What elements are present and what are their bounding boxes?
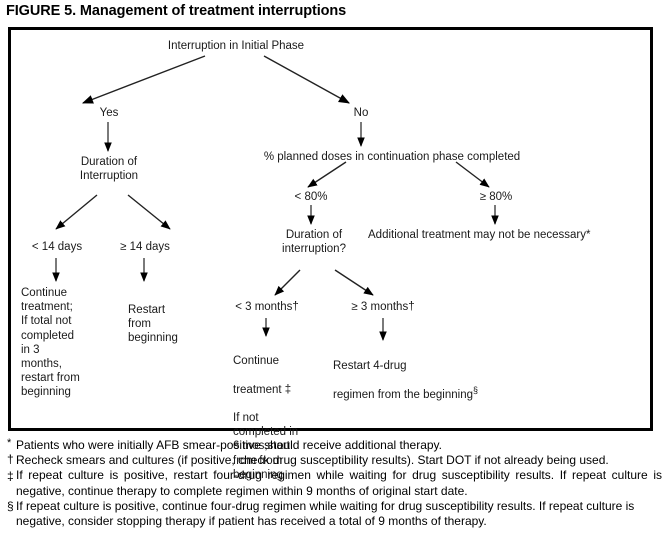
footnote-marker-double-dagger: ‡ bbox=[7, 469, 14, 484]
node-outcome-less-than-14-days: Continue treatment; If total not complet… bbox=[21, 287, 80, 399]
node-outcome-at-least-14-days: Restart from beginning bbox=[128, 304, 178, 345]
node-outcome-less-than-3-months: Continue treatment ‡ If not completed in… bbox=[233, 340, 325, 482]
footnote-section: § If repeat culture is positive, continu… bbox=[7, 499, 662, 529]
edge-pct-lt80 bbox=[307, 161, 347, 188]
node-less-than-14-days: < 14 days bbox=[31, 241, 83, 253]
outcome-lt3-rest: If not completed in 6 mos,start from fro… bbox=[233, 412, 299, 481]
footnote-double-dagger: ‡ If repeat culture is positive, restart… bbox=[7, 468, 662, 498]
footnote-dagger: † Recheck smears and cultures (if positi… bbox=[7, 453, 662, 468]
figure-title: FIGURE 5. Management of treatment interr… bbox=[6, 3, 347, 19]
node-percent-planned-doses: % planned doses in continuation phase co… bbox=[263, 151, 521, 163]
edge-root-no bbox=[263, 55, 350, 104]
edge-root-yes bbox=[81, 55, 206, 104]
footnote-text-section: If repeat culture is positive, continue … bbox=[16, 498, 635, 529]
footnote-marker-asterisk: * bbox=[7, 437, 12, 449]
footnote-text-dagger: Recheck smears and cultures (if positive… bbox=[16, 453, 609, 468]
outcome-lt3-line2: treatment ‡ bbox=[233, 383, 292, 396]
footnote-marker-dagger: † bbox=[7, 452, 14, 467]
node-less-than-3-months: < 3 months† bbox=[235, 301, 299, 313]
edge-duration2-lt3 bbox=[274, 269, 301, 296]
node-branch-no: No bbox=[353, 107, 369, 119]
outcome-lt3-line1: Continue bbox=[233, 355, 280, 368]
node-duration-of-interruption-2: Duration of interruption? bbox=[282, 229, 346, 256]
edge-duration-lt14 bbox=[55, 194, 98, 230]
footnote-asterisk: * Patients who were initially AFB smear-… bbox=[7, 437, 662, 453]
node-at-least-14-days: ≥ 14 days bbox=[120, 241, 170, 253]
node-branch-yes: Yes bbox=[99, 107, 119, 119]
outcome-ge3-line1: Restart 4-drug bbox=[333, 360, 407, 373]
node-additional-treatment: Additional treatment may not be necessar… bbox=[368, 229, 591, 241]
footnote-marker-section: § bbox=[7, 498, 14, 513]
edge-pct-ge80 bbox=[455, 161, 490, 188]
node-at-least-3-months: ≥ 3 months† bbox=[351, 301, 415, 313]
edge-duration2-ge3 bbox=[334, 269, 374, 296]
outcome-ge3-line2: regimen from the beginning bbox=[333, 388, 473, 401]
footnote-text-asterisk: Patients who were initially AFB smear-po… bbox=[16, 438, 442, 452]
node-at-least-80-percent: ≥ 80% bbox=[479, 191, 513, 203]
node-root: Interruption in Initial Phase bbox=[167, 40, 305, 52]
node-duration-of-interruption: Duration of Interruption bbox=[79, 156, 139, 183]
outcome-ge3-footnote-marker: § bbox=[473, 384, 478, 395]
flowchart-frame: Interruption in Initial Phase Yes No Dur… bbox=[8, 27, 653, 481]
node-outcome-at-least-3-months: Restart 4-drug regimen from the beginnin… bbox=[333, 345, 563, 402]
footnotes: * Patients who were initially AFB smear-… bbox=[7, 437, 662, 529]
node-less-than-80-percent: < 80% bbox=[294, 191, 328, 203]
footnote-text-double-dagger: If repeat culture is positive, restart f… bbox=[16, 468, 662, 498]
edge-duration-ge14 bbox=[127, 194, 171, 230]
